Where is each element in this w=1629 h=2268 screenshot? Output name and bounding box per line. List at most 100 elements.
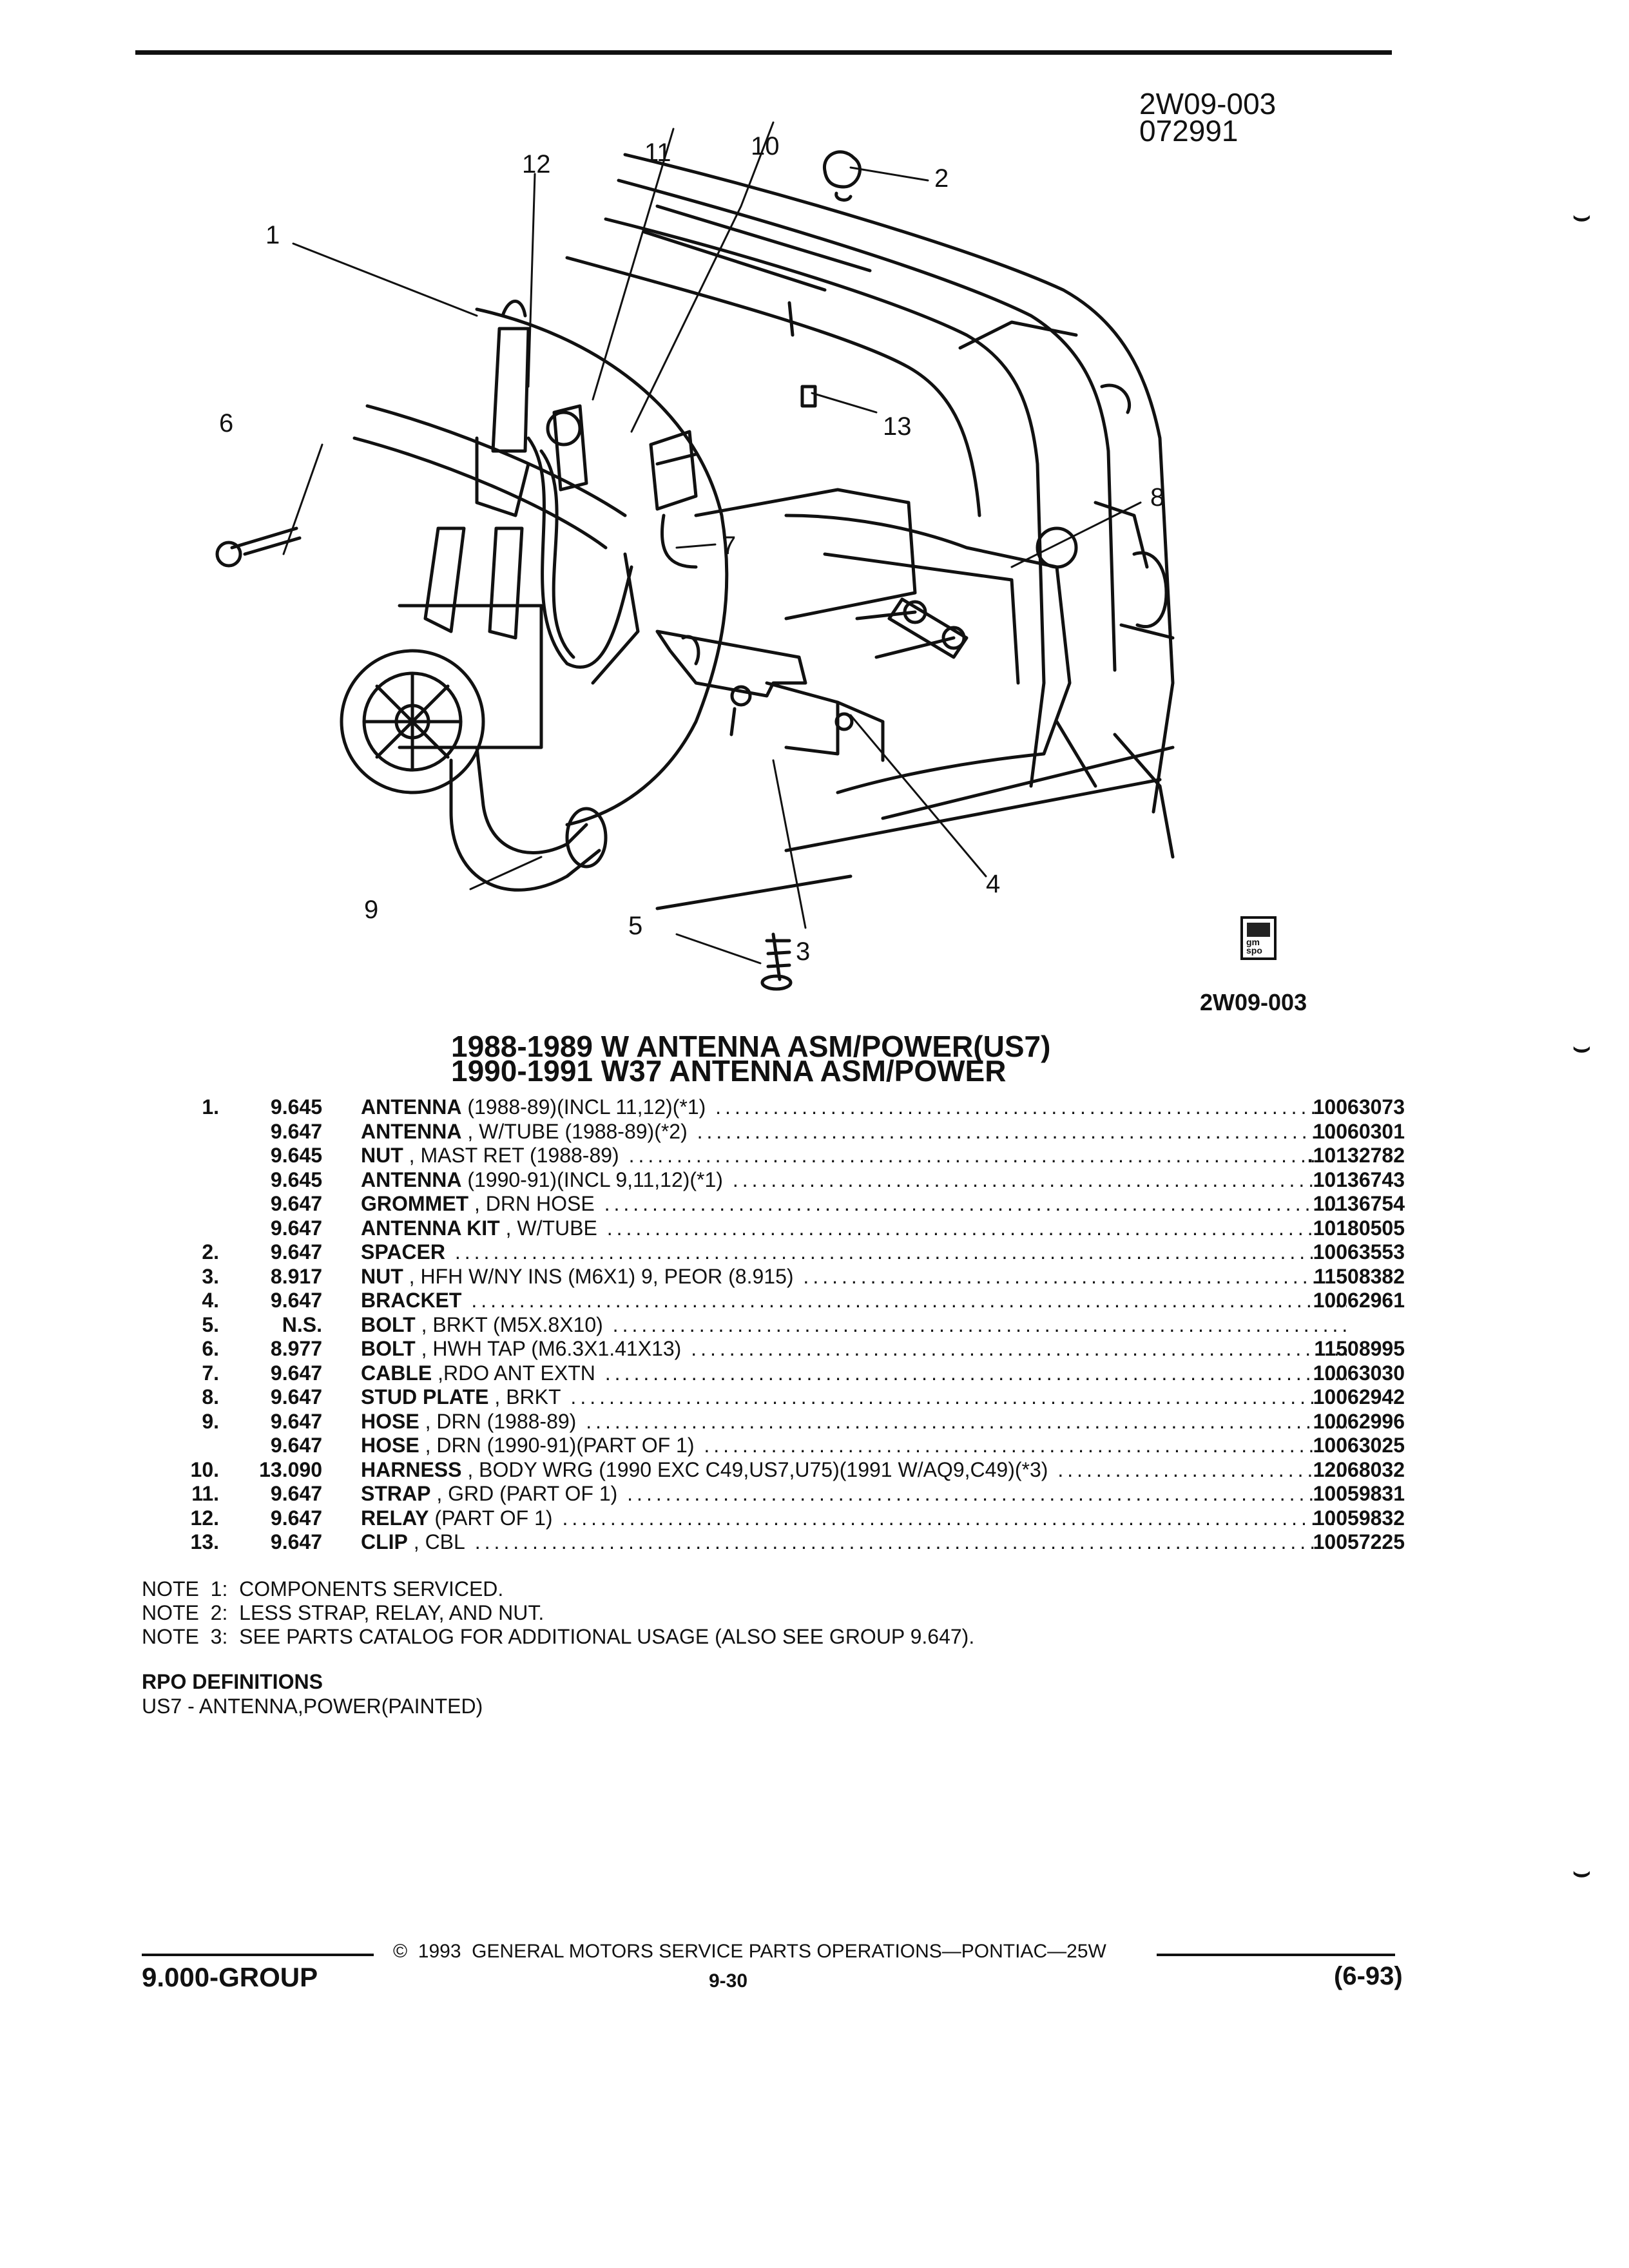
item-number: 9.: [202, 1409, 219, 1433]
callout-5: 5: [628, 912, 642, 940]
part-description: NUT , MAST RET (1988-89) ...............…: [361, 1144, 1347, 1168]
callout-13: 13: [883, 412, 912, 441]
part-description: GROMMET , DRN HOSE .....................…: [361, 1192, 1347, 1216]
group-number: 9.645: [270, 1168, 322, 1191]
parts-row: 5.N.S.BOLT , BRKT (M5X.8X10) ...........…: [174, 1313, 1405, 1338]
part-number: 11508995: [1314, 1337, 1405, 1360]
scan-mark: ⌣: [1572, 1856, 1591, 1888]
leader-dots: ........................................…: [715, 1095, 1347, 1119]
part-name: NUT: [361, 1144, 403, 1167]
callout-8: 8: [1150, 483, 1164, 512]
diagram-id: 2W09-003: [1200, 989, 1307, 1015]
part-detail: , BRKT: [488, 1385, 561, 1408]
part-number: 10062996: [1313, 1409, 1405, 1433]
part-detail: (1990-91)(INCL 9,11,12)(*1): [461, 1168, 723, 1191]
footer-rule-right: [1157, 1954, 1395, 1956]
part-number: 10063025: [1313, 1434, 1405, 1457]
group-number: 9.647: [270, 1216, 322, 1240]
part-description: NUT , HFH W/NY INS (M6X1) 9, PEOR (8.915…: [361, 1265, 1347, 1289]
gm-spo-logo: gm spo: [1240, 916, 1277, 960]
item-number: 11.: [191, 1482, 219, 1505]
part-name: BOLT: [361, 1337, 416, 1360]
leader-dots: ........................................…: [697, 1119, 1347, 1143]
part-description: STRAP , GRD (PART OF 1) ................…: [361, 1482, 1347, 1506]
leader-dots: ........................................…: [612, 1312, 1347, 1336]
part-name: RELAY: [361, 1506, 429, 1530]
group-number: 9.647: [270, 1385, 322, 1408]
group-number: 9.647: [270, 1361, 322, 1385]
part-number: 10063030: [1313, 1361, 1405, 1385]
part-name: ANTENNA: [361, 1095, 462, 1119]
group-number: 9.647: [270, 1240, 322, 1264]
part-description: ANTENNA (1988-89)(INCL 11,12)(*1) ......…: [361, 1095, 1347, 1120]
bracket-studplate-drawing: [215, 150, 969, 991]
part-detail: , DRN (1988-89): [419, 1409, 577, 1433]
leader-dots: ........................................…: [803, 1264, 1347, 1288]
note-3: NOTE 3: SEE PARTS CATALOG FOR ADDITIONAL…: [142, 1625, 975, 1648]
item-number: 2.: [202, 1240, 219, 1264]
part-description: SPACER .................................…: [361, 1240, 1347, 1265]
part-name: ANTENNA KIT: [361, 1216, 500, 1240]
part-number: 10063073: [1313, 1095, 1405, 1119]
footer-rule-left: [142, 1954, 374, 1956]
leader-dots: ........................................…: [628, 1144, 1347, 1167]
part-detail: (1988-89)(INCL 11,12)(*1): [461, 1095, 706, 1119]
callout-6: 6: [219, 409, 233, 437]
footer-date: (6-93): [1334, 1962, 1403, 1990]
callout-1: 1: [265, 221, 280, 249]
part-detail: , DRN (1990-91)(PART OF 1): [419, 1434, 695, 1457]
callout-12: 12: [522, 150, 551, 178]
part-description: CLIP , CBL .............................…: [361, 1530, 1347, 1555]
item-number: 13.: [190, 1530, 219, 1553]
part-description: ANTENNA (1990-91)(INCL 9,11,12)(*1) ....…: [361, 1168, 1347, 1193]
leader-dots: ........................................…: [586, 1409, 1347, 1433]
group-number: 9.647: [270, 1192, 322, 1215]
item-number: 1.: [202, 1095, 219, 1119]
item-number: 8.: [202, 1385, 219, 1408]
item-number: 4.: [202, 1289, 219, 1312]
header-id-block: 2W09-003 072991: [1139, 87, 1277, 148]
part-name: HARNESS: [361, 1457, 462, 1481]
title-line-1: 1988-1989 W ANTENNA ASM/POWER(US7): [451, 1030, 1051, 1063]
leader-dots: ........................................…: [454, 1240, 1347, 1264]
part-description: HOSE , DRN (1988-89) ...................…: [361, 1410, 1347, 1434]
body-panel-drawing: [352, 153, 1175, 910]
callout-7: 7: [722, 532, 736, 560]
part-name: HOSE: [361, 1434, 419, 1457]
leader-dots: ........................................…: [604, 1361, 1347, 1385]
part-description: CABLE ,RDO ANT EXTN ....................…: [361, 1361, 1347, 1386]
part-name: BRACKET: [361, 1289, 462, 1312]
part-description: HARNESS , BODY WRG (1990 EXC C49,US7,U75…: [361, 1458, 1347, 1483]
leader-dots: ........................................…: [1057, 1457, 1347, 1481]
page-number: 9-30: [709, 1970, 748, 1992]
callout-2: 2: [934, 164, 949, 193]
top-rule: [135, 50, 1392, 55]
group-number: N.S.: [282, 1312, 322, 1336]
item-number: 10.: [190, 1457, 219, 1481]
part-detail: , CBL: [407, 1530, 465, 1553]
part-name: CLIP: [361, 1530, 408, 1553]
note-1: NOTE 1: COMPONENTS SERVICED.: [142, 1577, 504, 1600]
part-name: SPACER: [361, 1240, 445, 1264]
leader-dots: ........................................…: [570, 1385, 1347, 1408]
leader-dots: ........................................…: [606, 1216, 1347, 1240]
header-id: 2W09-003: [1139, 87, 1277, 120]
group-number: 9.647: [270, 1289, 322, 1312]
leader-dots: ........................................…: [604, 1192, 1347, 1215]
callout-4: 4: [986, 870, 1000, 898]
group-number: 9.645: [270, 1144, 322, 1167]
part-name: HOSE: [361, 1409, 419, 1433]
part-name: CABLE: [361, 1361, 432, 1385]
header-date-code: 072991: [1139, 114, 1239, 148]
group-number: 9.645: [270, 1095, 322, 1119]
part-number: 10057225: [1313, 1530, 1405, 1553]
